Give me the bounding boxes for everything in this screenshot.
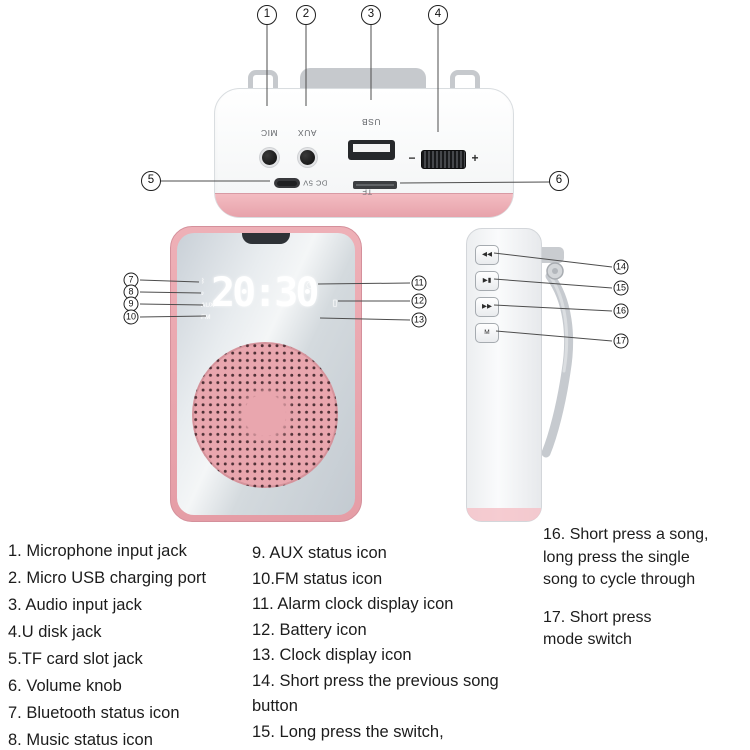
dc5v-label: DC 5V [302,178,328,188]
legend-item-15: 15. Long press the switch, short press t… [252,722,461,750]
legend-item-1: 1. Microphone input jack [8,542,187,560]
play-pause-icon: ▶▮ [482,276,492,284]
tf-label: TF [361,187,373,197]
mic-label: MIC [260,128,278,138]
callout-1: 1 [257,5,277,25]
callout-17: 17 [613,333,629,349]
callout-6: 6 [549,171,569,191]
callout-4: 4 [428,5,448,25]
legend-item-3: 3. Audio input jack [8,596,142,614]
volume-knob [421,150,466,169]
legend-item-4: 4.U disk jack [8,623,102,641]
mirror-face: ᛒ ♪ AUX FM 20:30 ◷ ▯ [177,233,355,515]
legend-column-3: 16. Short press a song, long press the s… [543,524,743,652]
bluetooth-status-icon: ᛒ [201,278,205,285]
callout-14: 14 [613,259,629,275]
previous-song-button: ◀◀ [475,245,499,265]
top-notch [242,233,290,244]
legend-column-1: 1. Microphone input jack 2. Micro USB ch… [8,538,250,750]
legend-item-17: 17. Short press mode switch [543,608,652,649]
micro-usb-slot [277,180,297,186]
mode-icon: M [484,328,490,336]
mic-input-jack [262,150,277,165]
legend-item-5: 5.TF card slot jack [8,650,143,668]
battery-icon: ▯ [332,297,338,308]
usb-tongue [353,144,390,152]
legend-column-2: 9. AUX status icon 10.FM status icon 11.… [252,541,548,750]
legend-item-7: 7. Bluetooth status icon [8,704,180,722]
callout-2: 2 [296,5,316,25]
legend-item-2: 2. Micro USB charging port [8,569,207,587]
next-song-button: ▶▶ [475,297,499,317]
next-icon: ▶▶ [482,302,492,310]
mode-switch-button: M [475,323,499,343]
speaker-center [244,394,286,436]
legend-item-9: 9. AUX status icon [252,544,387,562]
tf-card-slot [353,181,397,189]
legend-item-16: 16. Short press a song, long press the s… [543,526,709,588]
device-side-view: ◀◀ ▶▮ ▶▶ M [466,228,542,522]
aux-input-jack [300,150,315,165]
usb-port [348,140,395,160]
callout-13: 13 [411,312,427,328]
aux-status-icon: AUX [201,302,215,309]
legend-item-12: 12. Battery icon [252,620,367,639]
play-pause-power-button: ▶▮ [475,271,499,291]
micro-usb-port [274,178,300,188]
alarm-clock-icon: ◷ [306,279,314,290]
legend-item-8: 8. Music status icon [8,731,153,749]
legend-item-6: 6. Volume knob [8,677,122,695]
side-view-pink-base [467,508,541,521]
volume-minus-label: − [408,151,416,165]
legend-item-10: 10.FM status icon [252,569,383,588]
usb-label: USB [361,117,381,127]
callout-12: 12 [411,293,427,309]
callout-15: 15 [613,280,629,296]
aux-label: AUX [297,128,317,138]
volume-plus-label: + [471,151,479,165]
legend-item-13: 13. Clock display icon [252,646,412,664]
legend-item-14: 14. Short press the previous song button [252,671,499,716]
tf-card-slot-line [356,184,394,186]
speaker-grille [192,342,338,488]
device-top-view: MIC AUX USB − + DC 5V TF [214,88,514,218]
callout-9: 9 [123,296,139,312]
top-view-pink-base [215,193,513,217]
callout-11: 11 [411,275,427,291]
music-status-icon: ♪ [201,290,205,297]
previous-icon: ◀◀ [482,250,492,258]
legend-item-11: 11. Alarm clock display icon [252,595,454,613]
callout-10: 10 [123,309,139,325]
callout-16: 16 [613,303,629,319]
callout-3: 3 [361,5,381,25]
status-icon-stack: ᛒ ♪ AUX FM [201,276,223,324]
fm-status-icon: FM [201,314,211,321]
device-front-view: ᛒ ♪ AUX FM 20:30 ◷ ▯ [170,226,362,522]
callout-5: 5 [141,171,161,191]
clock-display: 20:30 [211,270,319,316]
